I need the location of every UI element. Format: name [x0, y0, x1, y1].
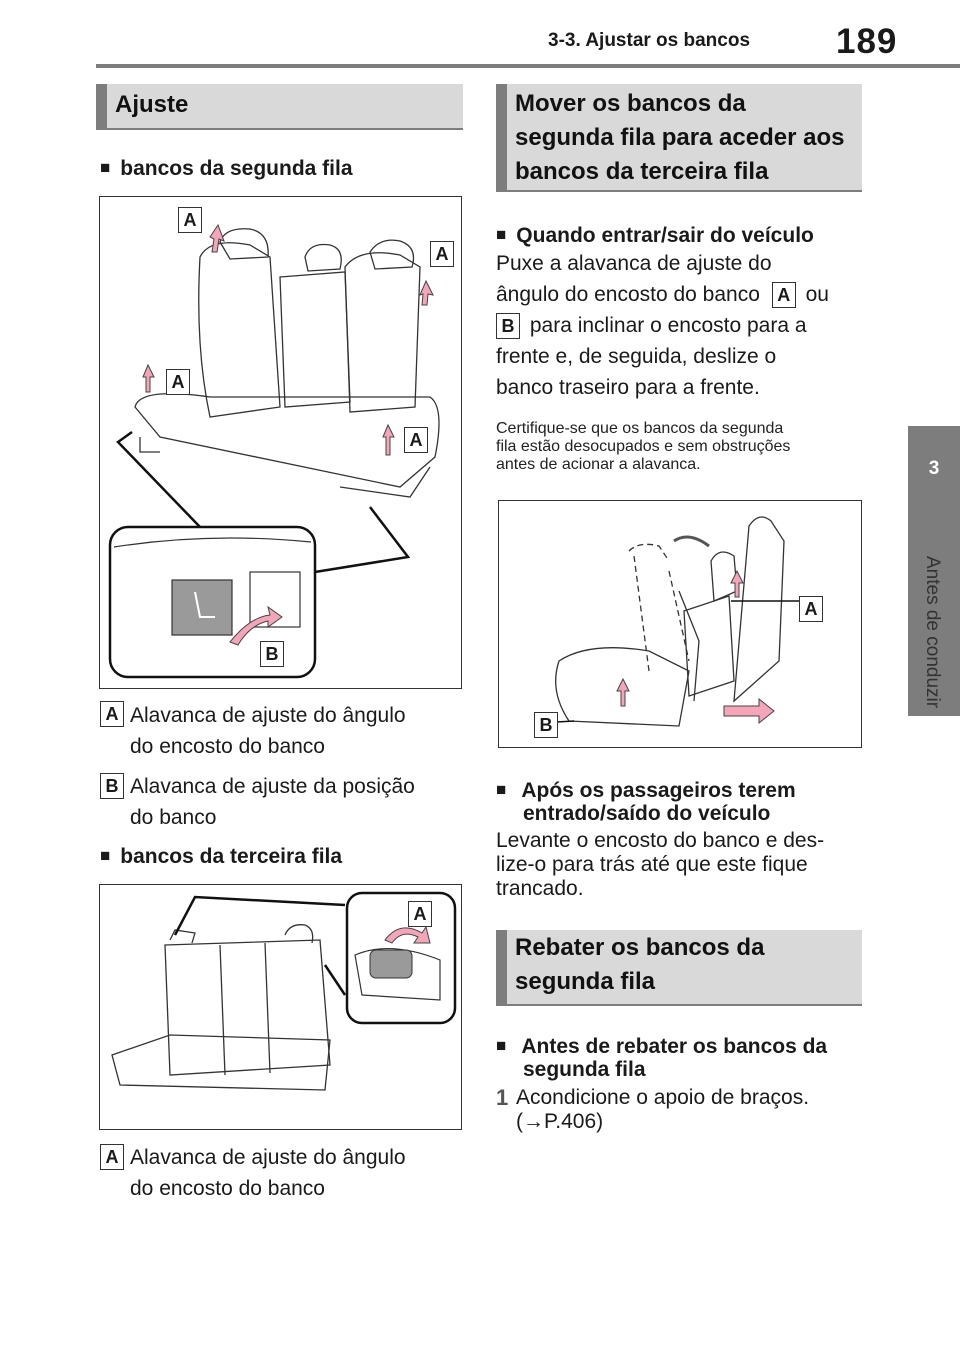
subheading-after-passengers: Após os passageiros terem entrado/saído …: [496, 779, 796, 825]
legend1-tag-a: A: [100, 701, 124, 727]
heading-ajuste: Ajuste: [96, 84, 463, 130]
heading-fold-line2: segunda fila: [515, 968, 656, 995]
paragraph-enter-exit: Puxe a alavanca de ajuste do ângulo do e…: [496, 248, 866, 403]
slide-seat-illustration: [538, 516, 799, 727]
para2-line2: lize-o para trás até que este fique: [496, 853, 808, 876]
sub2-line2: entrado/saído do veículo: [523, 802, 771, 825]
second-row-seat-illustration: [108, 223, 440, 679]
para1-line5: banco traseiro para a frente.: [496, 376, 760, 399]
fig2-label-a: A: [408, 901, 432, 927]
fig1-label-b: B: [260, 641, 284, 667]
legend2-text-a: Alavanca de ajuste do ângulo do encosto …: [130, 1142, 406, 1204]
subheading-second-row: bancos da segunda fila: [100, 157, 352, 181]
heading-fold-seats: Rebater os bancos da segunda fila: [496, 930, 862, 1006]
fig1-label-a1: A: [178, 207, 202, 233]
subheading-before-fold: Antes de rebater os bancos da segunda fi…: [496, 1036, 827, 1081]
heading-move-line1: Mover os bancos da: [515, 90, 746, 117]
third-row-seat-illustration: [111, 891, 457, 1091]
heading-move-line2: segunda fila para aceder aos: [515, 124, 845, 151]
subheading-third-row: bancos da terceira fila: [100, 845, 342, 869]
heading-fold-line1: Rebater os bancos da: [515, 934, 765, 961]
subheading-enter-exit: Quando entrar/sair do veículo: [496, 224, 814, 248]
para1-line4: frente e, de seguida, deslize o: [496, 345, 777, 368]
fig3-label-a: A: [799, 596, 823, 622]
fig1-label-a3: A: [166, 369, 190, 395]
fig1-label-a2: A: [430, 241, 454, 267]
paragraph-after-passengers: Levante o encosto do banco e des- lize-o…: [496, 829, 866, 901]
chapter-number: 3: [928, 458, 940, 479]
para1-line3: B para inclinar o encosto para a: [496, 310, 866, 341]
fig1-label-a4: A: [404, 427, 428, 453]
figure-slide-seat: A B: [498, 500, 862, 748]
note-caution: Certifique-se que os bancos da segunda f…: [496, 420, 866, 474]
page-number: 189: [836, 22, 898, 61]
para1-or: ou: [805, 283, 829, 306]
chapter-tab: [908, 426, 960, 716]
legend1-b-line1: Alavanca de ajuste da posição: [130, 775, 415, 798]
step-1-line1: Acondicione o apoio de braços.: [516, 1086, 810, 1109]
legend1-text-a: Alavanca de ajuste do ângulo do encosto …: [130, 700, 406, 762]
para1-line2-text: ângulo do encosto do banco: [496, 283, 760, 306]
legend1-a-line2: do encosto do banco: [130, 735, 325, 758]
para1-line2: ângulo do encosto do banco A ou: [496, 279, 866, 310]
note-line1: Certifique-se que os bancos da segunda: [496, 420, 784, 437]
legend1-text-b: Alavanca de ajuste da posição do banco: [130, 771, 415, 833]
para2-line1: Levante o encosto do banco e des-: [496, 829, 825, 852]
heading-ajuste-text: Ajuste: [115, 91, 189, 118]
sub3-line2: segunda fila: [523, 1058, 646, 1081]
heading-move-seats: Mover os bancos da segunda fila para ace…: [496, 84, 862, 192]
chapter-label: Antes de conduzir: [922, 556, 943, 709]
legend2-a-line2: do encosto do banco: [130, 1177, 325, 1200]
step-1: 1 Acondicione o apoio de braços. (→P.406…: [496, 1086, 866, 1134]
step-1-line2: (→P.406): [516, 1110, 604, 1133]
para2-line3: trancado.: [496, 877, 584, 900]
figure-second-row-seats: A A A A B: [99, 196, 462, 689]
para1-tag-a: A: [771, 282, 796, 308]
legend1-b-line2: do banco: [130, 806, 217, 829]
sub2-line1: Após os passageiros terem: [521, 779, 796, 802]
para1-line3-text: para inclinar o encosto para a: [529, 314, 807, 337]
legend1-a-line1: Alavanca de ajuste do ângulo: [130, 704, 406, 727]
step-1-number: 1: [496, 1085, 509, 1110]
legend1-tag-b: B: [100, 773, 124, 799]
header-rule: [96, 64, 960, 68]
legend2-a-line1: Alavanca de ajuste do ângulo: [130, 1146, 406, 1169]
note-line2: fila estão desocupados e sem obstruções: [496, 438, 791, 455]
para1-line1: Puxe a alavanca de ajuste do: [496, 252, 772, 275]
para1-tag-b: B: [496, 313, 520, 339]
heading-move-line3: bancos da terceira fila: [515, 158, 769, 185]
figure-third-row-seats: A: [99, 884, 462, 1130]
section-title: 3-3. Ajustar os bancos: [548, 30, 751, 51]
legend2-tag-a: A: [100, 1144, 124, 1170]
note-line3: antes de acionar a alavanca.: [496, 456, 701, 473]
sub3-line1: Antes de rebater os bancos da: [521, 1035, 828, 1058]
fig3-label-b: B: [534, 712, 558, 738]
